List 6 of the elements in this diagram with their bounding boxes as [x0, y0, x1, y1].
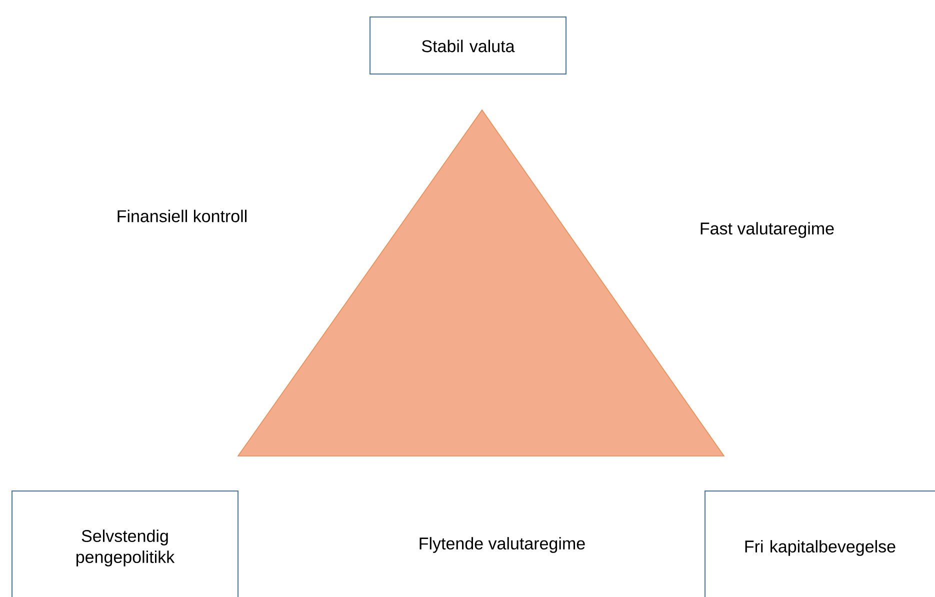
regime-label: Finansiell kontroll: [118, 210, 246, 222]
text-box: Fri kapitalbevegelse: [704, 490, 935, 597]
text-box: Selvstendig pengepolitikk: [12, 490, 238, 597]
regime-label: Fast valutaregime: [700, 222, 834, 238]
regime-label: Flytende valutaregime: [420, 537, 585, 553]
text-box: Stabil valuta: [370, 16, 566, 74]
